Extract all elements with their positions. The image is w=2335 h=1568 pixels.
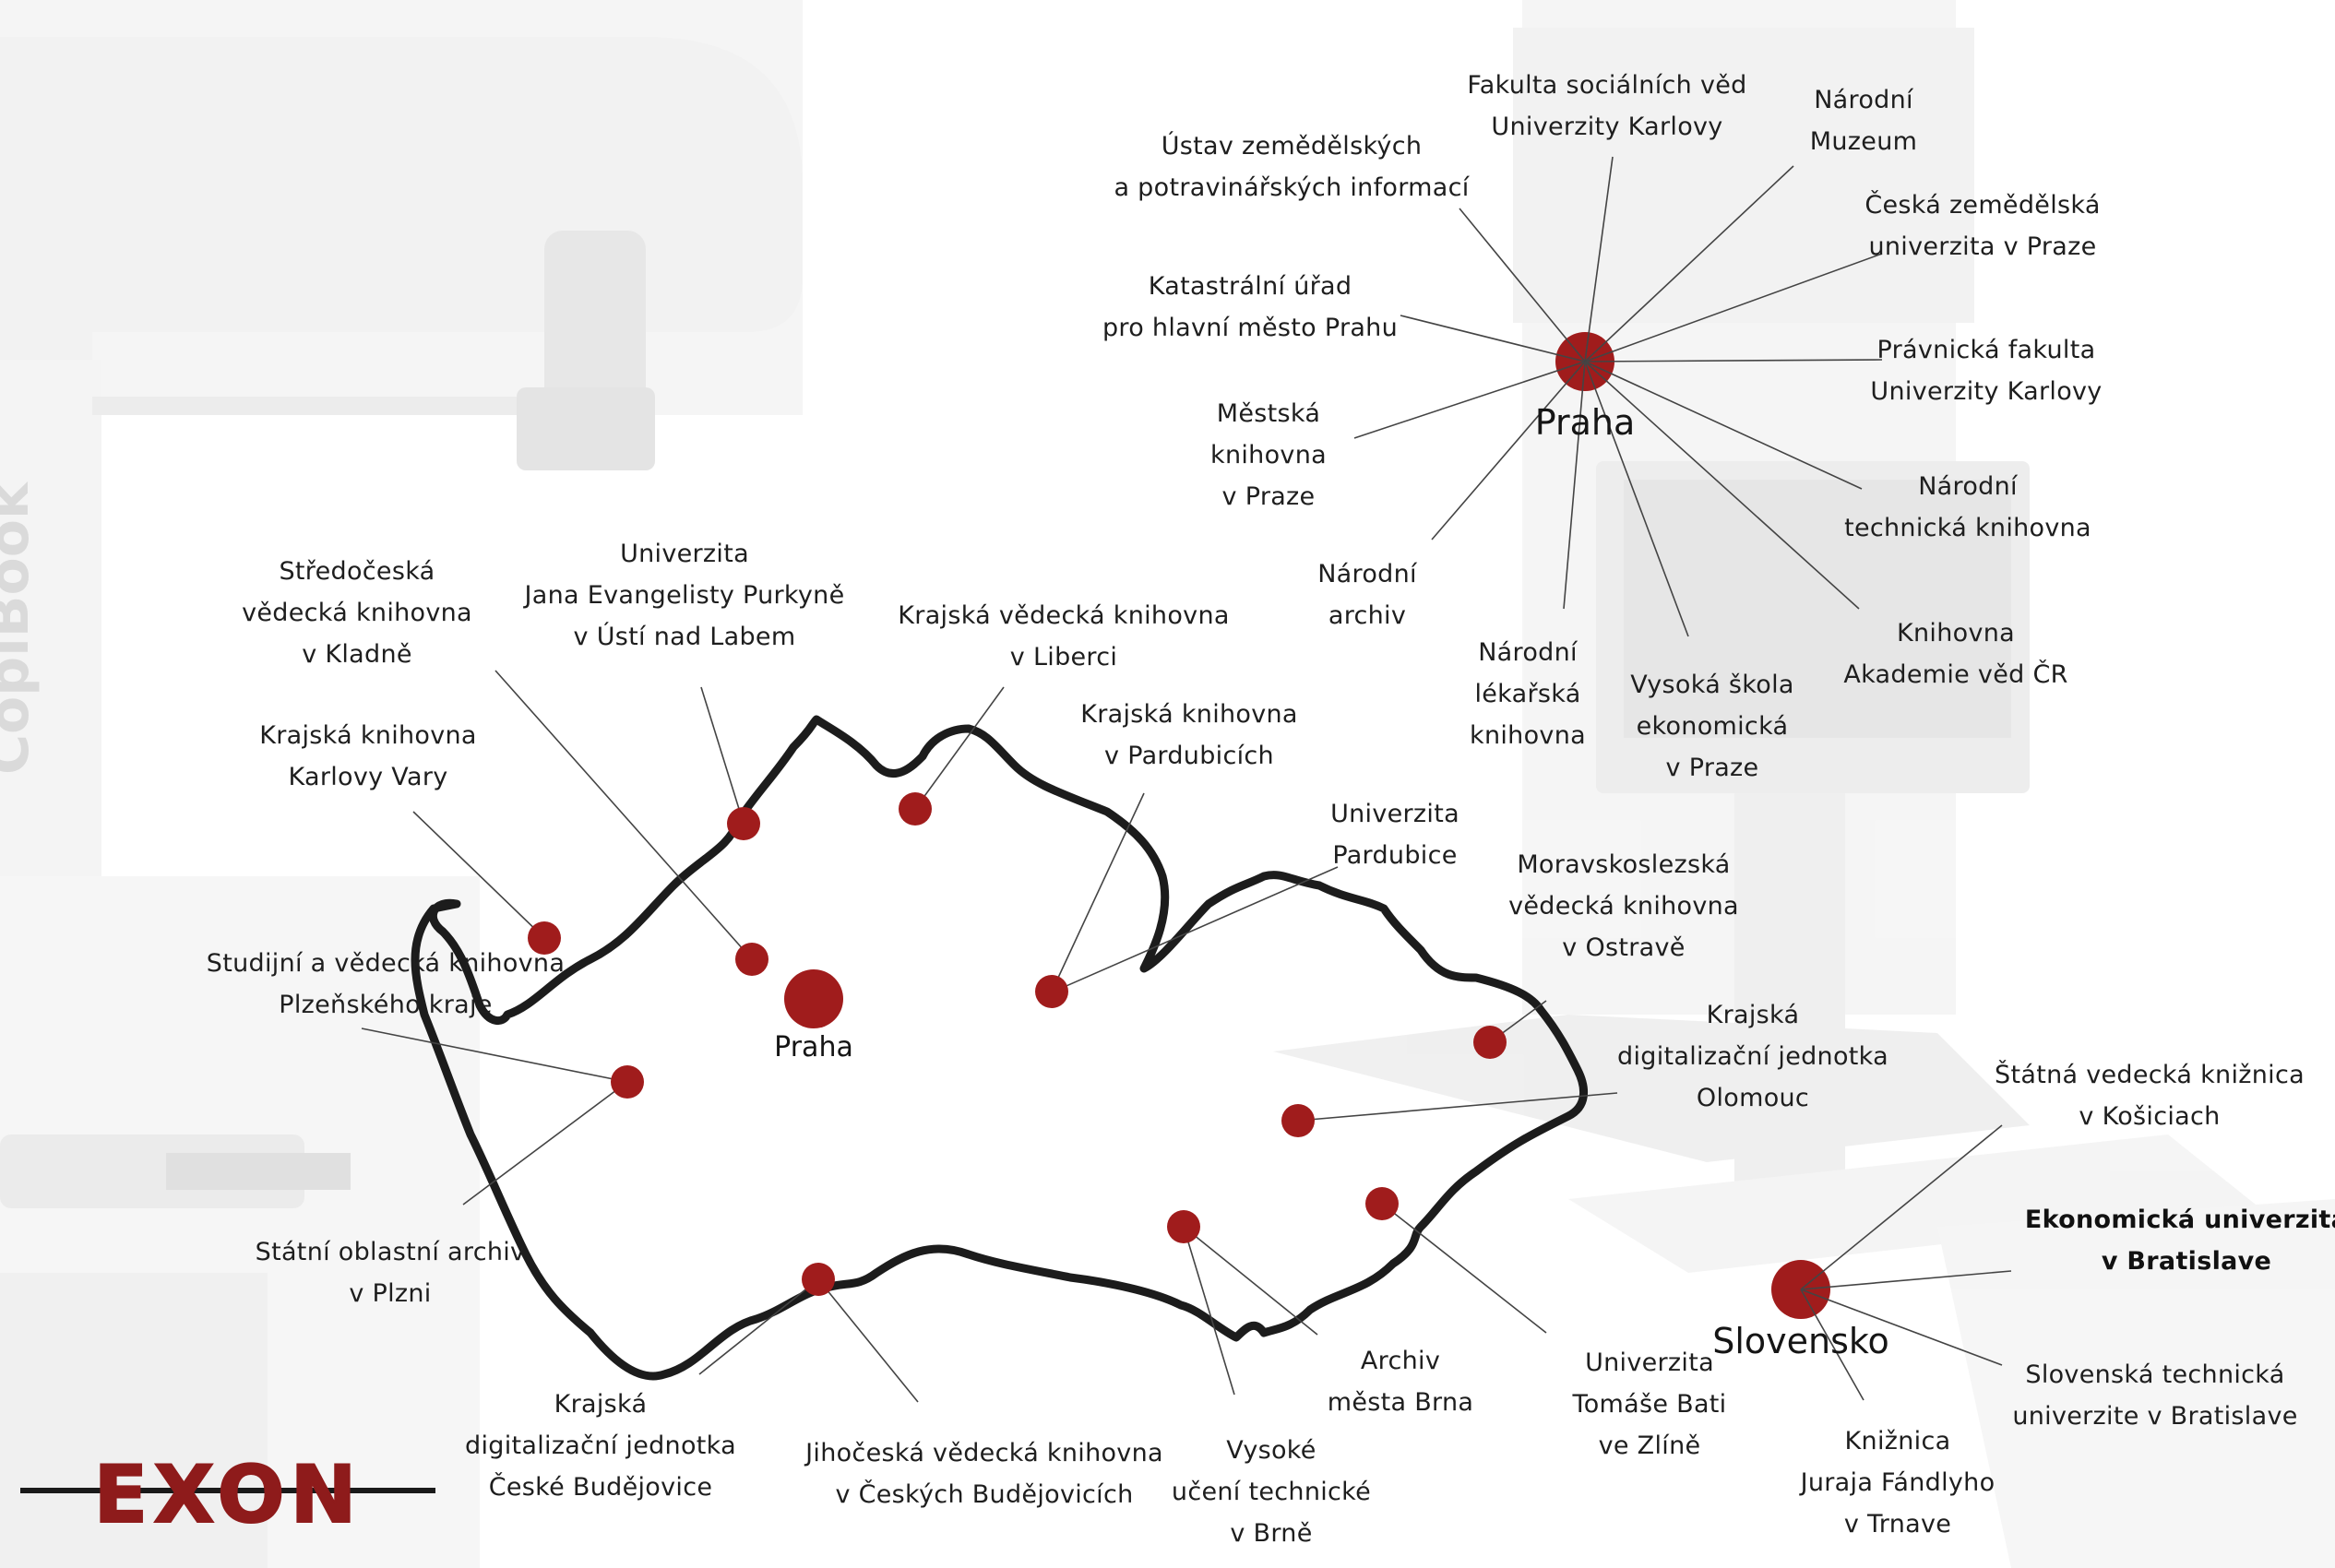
institution-marker bbox=[1365, 1187, 1399, 1220]
institution-marker bbox=[899, 792, 932, 826]
institution-label: Česká zemědělská univerzita v Praze bbox=[1864, 191, 2101, 261]
institution-label: Univerzita Tomáše Bati ve Zlíně bbox=[1572, 1348, 1727, 1460]
institution-label: Univerzita Pardubice bbox=[1330, 800, 1459, 870]
leader-line bbox=[914, 686, 1005, 810]
institution-marker bbox=[802, 1263, 835, 1296]
leader-line bbox=[494, 670, 753, 960]
leader-line bbox=[1584, 156, 1614, 362]
institution-label: Studijní a vědecká knihovna Plzeňského k… bbox=[206, 949, 566, 1019]
institution-label: Národní Muzeum bbox=[1809, 86, 1918, 156]
institution-label: Vysoké učení technické v Brně bbox=[1171, 1436, 1372, 1548]
leader-line bbox=[700, 686, 745, 825]
institution-label: Katastrální úřad pro hlavní město Prahu bbox=[1102, 272, 1399, 342]
institution-marker bbox=[1281, 1104, 1315, 1137]
institution-label: Středočeská vědecká knihovna v Kladně bbox=[242, 557, 472, 669]
hub-label: Praha bbox=[1534, 402, 1636, 443]
institution-marker bbox=[727, 807, 760, 840]
leader-line bbox=[1431, 361, 1586, 540]
leader-line bbox=[1800, 1270, 2012, 1290]
leader-line bbox=[1584, 361, 1860, 610]
leader-line bbox=[1584, 361, 1863, 490]
leader-line bbox=[698, 1278, 819, 1375]
institution-label: Vysoká škola ekonomická v Praze bbox=[1630, 671, 1794, 782]
leader-line bbox=[1353, 361, 1586, 439]
institution-label: Krajská digitalizační jednotka Olomouc bbox=[1617, 1001, 1888, 1112]
logo-text: EXON bbox=[93, 1453, 362, 1536]
institution-label: Krajská digitalizační jednotka České Bud… bbox=[465, 1390, 736, 1502]
institution-label: Fakulta sociálních věd Univerzity Karlov… bbox=[1467, 71, 1747, 141]
leader-line bbox=[1800, 1289, 1864, 1401]
leader-line bbox=[1800, 1289, 2003, 1366]
institution-marker bbox=[1167, 1210, 1200, 1243]
leader-line bbox=[1459, 208, 1586, 362]
leader-line bbox=[412, 811, 545, 939]
exon-logo: EXON bbox=[20, 1453, 435, 1536]
leader-line bbox=[1051, 792, 1145, 992]
logo-stripe bbox=[20, 1488, 435, 1493]
praha-map-marker bbox=[784, 969, 843, 1028]
institution-label: Městská knihovna v Praze bbox=[1210, 399, 1327, 511]
leader-line bbox=[1053, 866, 1339, 992]
institution-label: Ústav zemědělských a potravinářských inf… bbox=[1114, 132, 1470, 202]
institution-label: Knižnica Juraja Fándlyho v Trnave bbox=[1800, 1427, 1995, 1538]
institution-label: Státní oblastní archiv v Plzni bbox=[255, 1238, 526, 1308]
leader-line bbox=[1381, 1203, 1547, 1334]
leader-line bbox=[1584, 253, 1883, 362]
institution-marker bbox=[1473, 1026, 1507, 1059]
leader-line bbox=[1800, 1124, 2003, 1290]
institution-label: Národní archiv bbox=[1317, 560, 1417, 630]
institution-marker bbox=[528, 921, 561, 955]
hub-label: Praha bbox=[774, 1031, 853, 1063]
leader-line bbox=[817, 1278, 919, 1403]
institution-label: Štátná vedecká knižnica v Košiciach bbox=[1995, 1061, 2305, 1131]
institution-marker bbox=[611, 1065, 644, 1099]
institution-label: Moravskoslezská vědecká knihovna v Ostra… bbox=[1508, 850, 1739, 962]
leader-line bbox=[1584, 359, 1883, 362]
institution-label: Knihovna Akademie věd ČR bbox=[1843, 619, 2068, 689]
institution-label: Národní lékařská knihovna bbox=[1470, 638, 1586, 750]
institution-marker bbox=[735, 943, 768, 976]
leader-line bbox=[1584, 165, 1794, 362]
czech-border bbox=[411, 715, 1589, 1381]
institution-label: Archiv města Brna bbox=[1327, 1347, 1474, 1417]
leader-line bbox=[1183, 1226, 1235, 1396]
leader-line bbox=[1400, 315, 1586, 362]
institution-label: Právnická fakulta Univerzity Karlovy bbox=[1870, 336, 2103, 406]
scanner-arm-left: CopiBook bbox=[0, 0, 803, 1568]
institution-marker bbox=[1035, 975, 1068, 1008]
institution-label: Krajská knihovna v Pardubicích bbox=[1080, 700, 1298, 770]
scanner-arm-right bbox=[1273, 0, 2335, 1568]
leader-line bbox=[1183, 1226, 1318, 1336]
institution-label: Univerzita Jana Evangelisty Purkyně v Ús… bbox=[524, 540, 845, 651]
svg-text:CopiBook: CopiBook bbox=[0, 481, 42, 775]
hub-label: Slovensko bbox=[1712, 1321, 1889, 1361]
institution-label: Národní technická knihovna bbox=[1844, 472, 2091, 542]
leader-line bbox=[1297, 1092, 1618, 1122]
leader-line bbox=[1563, 361, 1586, 610]
institution-label: Jihočeská vědecká knihovna v Českých Bud… bbox=[805, 1439, 1163, 1509]
institution-label: Slovenská technická univerzite v Bratisl… bbox=[2012, 1360, 2298, 1431]
leader-line bbox=[1584, 361, 1689, 637]
institution-label: Krajská vědecká knihovna v Liberci bbox=[898, 601, 1230, 671]
institution-label: Krajská knihovna Karlovy Vary bbox=[259, 721, 477, 791]
leader-line bbox=[361, 1028, 628, 1083]
leader-line bbox=[462, 1081, 628, 1206]
institution-label: Ekonomická univerzita v Bratislave bbox=[2024, 1206, 2335, 1276]
